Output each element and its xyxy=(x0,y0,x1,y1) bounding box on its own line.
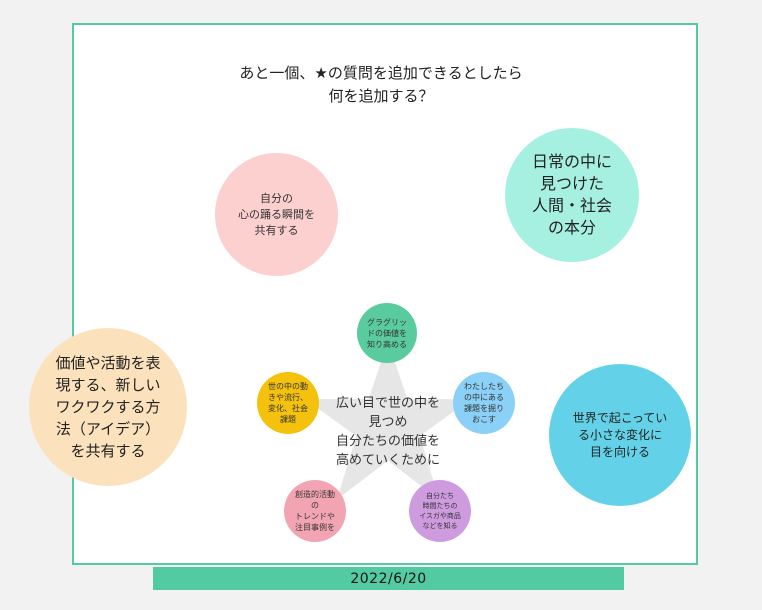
bubble-pink-line: 共有する xyxy=(254,223,299,237)
bubble-share-inspiring-moments: 自分の 心の踊る瞬間を 共有する xyxy=(215,153,338,276)
node-bottom-right: 自分たち 時間たちの イスガや商品 などを知る xyxy=(409,480,471,542)
node-top-line: 知り高める xyxy=(367,339,407,349)
bubble-peach-line: を共有する xyxy=(70,442,146,460)
center-line: 広い目で世の中を xyxy=(335,396,440,411)
node-bottom-left-line: トレンドや xyxy=(295,512,335,521)
node-top-line: ドの価値を xyxy=(367,328,407,338)
bubble-peach-line: 法（アイデア） xyxy=(55,420,161,438)
node-bottom-right-line: 自分たち xyxy=(425,492,454,500)
bubble-pink-line: 心の踊る瞬間を xyxy=(238,207,315,221)
node-top-line: グラグリッ xyxy=(367,317,407,327)
node-left-line: 世の中の動 xyxy=(268,382,308,391)
node-bottom-right-line: イスガや商品 xyxy=(419,512,461,520)
bubble-small-world-changes: 世界で起こってい る小さな変化に 目を向ける xyxy=(549,364,691,506)
date-bar: 2022/6/20 xyxy=(153,567,624,590)
node-left-line: 課題 xyxy=(280,415,296,424)
node-bottom-left-line: の xyxy=(311,501,319,510)
node-bottom-left-line: 注目事例を xyxy=(295,523,335,532)
bubble-mint-line: 見つけた xyxy=(539,174,604,193)
center-statement: 広い目で世の中を 見つめ 自分たちの価値を 高めていくために xyxy=(318,394,458,470)
node-right-line: わたしたち xyxy=(464,382,504,391)
node-right-line: おこす xyxy=(472,415,496,424)
bubble-blue-line: る小さな変化に xyxy=(577,427,662,442)
center-line: 見つめ xyxy=(368,415,408,430)
node-left: 世の中の動 きや流行、 変化、社会 課題 xyxy=(257,372,319,434)
node-right-line: 課題を掘り xyxy=(464,404,504,413)
bubble-mint-line: の本分 xyxy=(547,218,596,237)
node-top: グラグリッ ドの価値を 知り高める xyxy=(357,303,417,363)
bubble-essence-of-society: 日常の中に 見つけた 人間・社会 の本分 xyxy=(505,128,639,262)
bubble-peach-line: 現する、新しい xyxy=(55,376,161,394)
center-line: 自分たちの価値を xyxy=(335,434,440,449)
bubble-peach-line: ワクワクする方 xyxy=(55,398,161,416)
bubble-mint-line: 人間・社会 xyxy=(531,196,612,215)
bubble-pink-line: 自分の xyxy=(260,191,293,205)
bubble-share-new-methods: 価値や活動を表 現する、新しい ワクワクする方 法（アイデア） を共有する xyxy=(29,328,187,486)
diagram-title: あと一個、★の質問を追加できるとしたら 何を追加する？ xyxy=(200,62,562,108)
bubble-blue-line: 目を向ける xyxy=(589,444,650,459)
bubble-blue-line: 世界で起こってい xyxy=(572,410,668,425)
date-label: 2022/6/20 xyxy=(350,570,427,587)
title-line-2: 何を追加する？ xyxy=(328,87,434,105)
node-bottom-right-line: などを知る xyxy=(422,522,458,530)
node-bottom-left-line: 創造的活動 xyxy=(295,490,335,499)
bubble-peach-line: 価値や活動を表 xyxy=(55,354,161,372)
bubble-mint-line: 日常の中に xyxy=(531,152,612,171)
node-bottom-left: 創造的活動 の トレンドや 注目事例を xyxy=(284,480,346,542)
title-line-1: あと一個、★の質問を追加できるとしたら xyxy=(239,64,523,82)
center-line: 高めていくために xyxy=(335,453,440,468)
node-left-line: きや流行、 xyxy=(268,393,308,402)
node-left-line: 変化、社会 xyxy=(268,404,308,413)
node-bottom-right-line: 時間たちの xyxy=(422,502,458,510)
star-shape xyxy=(305,341,471,500)
node-right: わたしたち の中にある 課題を掘り おこす xyxy=(453,372,515,434)
node-right-line: の中にある xyxy=(464,393,504,402)
